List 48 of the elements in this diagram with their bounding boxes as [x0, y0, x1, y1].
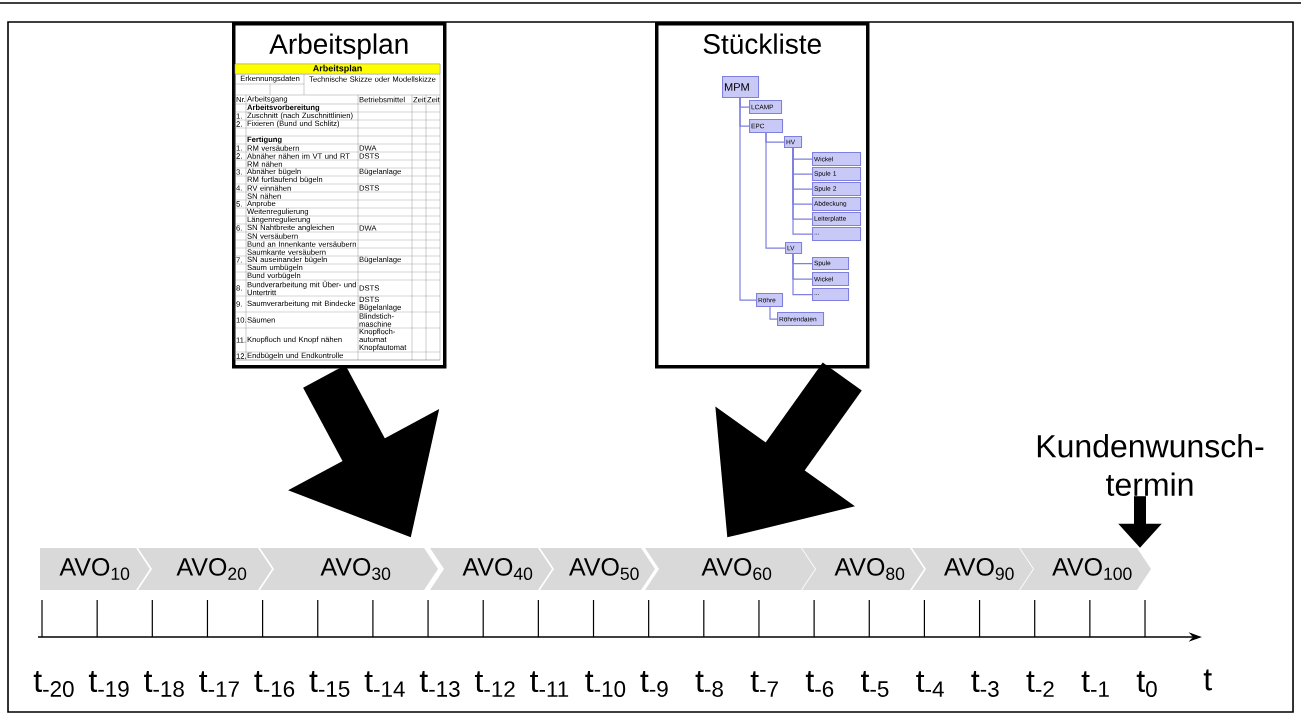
tree-connector [765, 132, 786, 249]
node-label: AVO$_{10}$ [59, 558, 130, 580]
tick-label: t$_{-7}$ [750, 671, 778, 697]
tick-label: t$_{0}$ [1136, 671, 1157, 697]
step-band: AVO$_{50}$ [540, 548, 655, 590]
tree-connector [792, 147, 813, 235]
tick-label: t$_{-2}$ [1026, 671, 1054, 697]
node-label: AVO$_{30}$ [320, 558, 391, 580]
step-band: AVO$_{10}$ [40, 548, 150, 590]
tick-label: t$_{-10}$ [585, 671, 626, 697]
node-label: AVO$_{50}$ [569, 558, 639, 580]
tree-box: MPM [722, 76, 760, 99]
step-band: AVO$_{80}$ [802, 548, 924, 590]
tick-label: t$_{-17}$ [199, 671, 239, 697]
tick-label: t$_{-9}$ [640, 671, 668, 697]
tick-label: t$_{-12}$ [474, 671, 515, 697]
tick-label: t$_{-3}$ [971, 671, 999, 697]
tick-label: t$_{-1}$ [1081, 671, 1109, 697]
tick-label: t$_{-6}$ [805, 671, 834, 697]
tick-label: t$_{-14}$ [364, 671, 405, 697]
step-band: AVO$_{20}$ [138, 548, 272, 590]
tick-label: t$_{-13}$ [419, 671, 460, 697]
node-label: AVO$_{40}$ [462, 558, 533, 580]
tick-label: t$_{-11}$ [530, 671, 569, 697]
node-label: AVO$_{90}$ [944, 558, 1014, 580]
node-label: AVO$_{80}$ [834, 558, 905, 580]
step-band: AVO$_{40}$ [430, 548, 552, 590]
tick-label: t$_{-20}$ [33, 671, 74, 697]
step-band: AVO$_{60}$ [645, 548, 815, 590]
node-label: AVO$_{100}$ [1052, 558, 1132, 580]
tree-connector [739, 97, 757, 301]
tick-label: t$_{-19}$ [88, 671, 129, 697]
table-header: Arbeitsplan [234, 63, 441, 75]
tick-label: t$_{-5}$ [861, 671, 889, 697]
tick-label: t$_{-15}$ [309, 671, 350, 697]
step-band: AVO$_{30}$ [260, 548, 438, 590]
axis-label: t [1203, 669, 1212, 691]
node-label: AVO$_{60}$ [701, 558, 772, 580]
tree-connector [769, 306, 778, 320]
step-band: AVO$_{100}$ [1020, 548, 1151, 590]
tick-label: t$_{-18}$ [144, 671, 184, 697]
tree-connector [792, 253, 813, 296]
step-band: AVO$_{90}$ [912, 548, 1033, 590]
tick-label: t$_{-8}$ [695, 671, 723, 697]
note-text: Kundenwunsch-termin [1037, 434, 1264, 496]
node-label: AVO$_{20}$ [176, 558, 247, 580]
tick-label: t$_{-4}$ [916, 671, 944, 697]
tick-label: t$_{-16}$ [254, 671, 295, 697]
